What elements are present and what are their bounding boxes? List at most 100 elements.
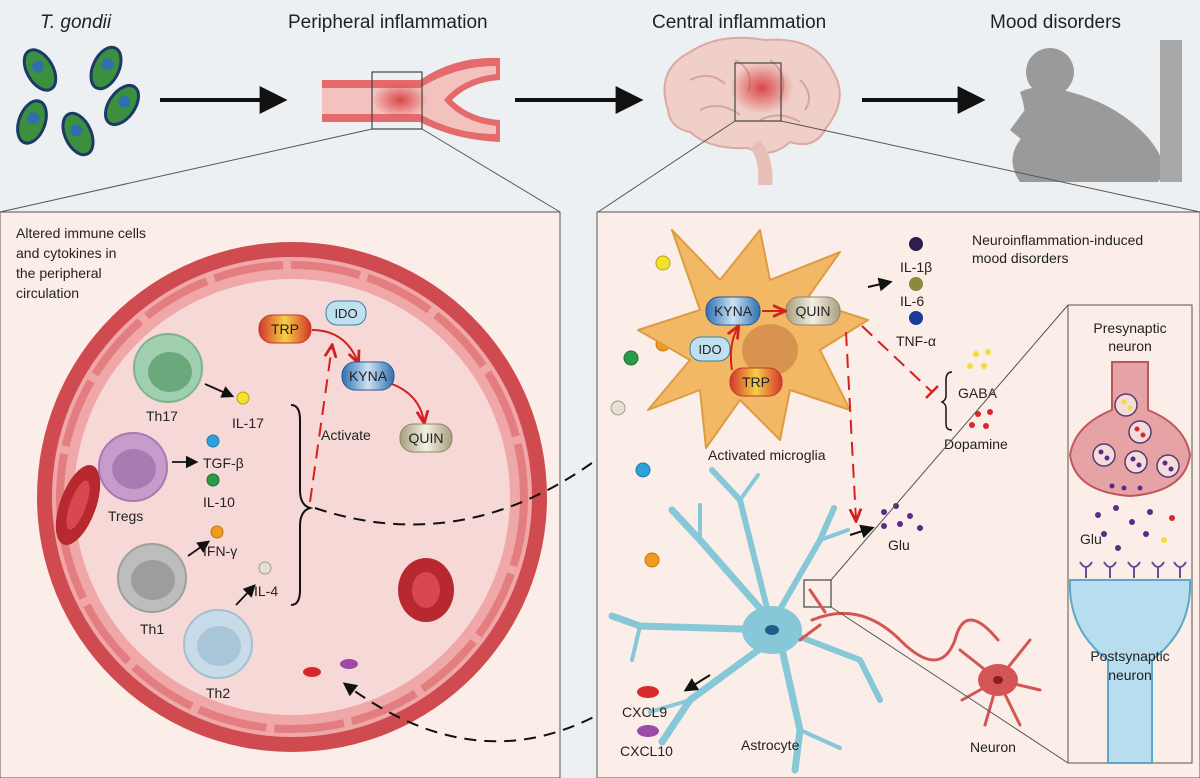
red-blood-cell-icon [55, 465, 101, 545]
microglia-quin-pill: QUIN [785, 296, 841, 326]
caption-line-2: and cytokines in [16, 245, 116, 261]
inhibit-line [861, 325, 933, 393]
ido-pill: IDO [325, 300, 367, 326]
label-tregs: Tregs [108, 508, 143, 524]
arrow-th2-il4 [235, 584, 256, 606]
label-cxcl10: CXCL10 [620, 743, 673, 759]
arrow-th17-il17 [204, 383, 235, 398]
zoom-line-right-b [780, 120, 1200, 213]
glu-dots [881, 503, 923, 531]
central-panel-title: Neuroinflammation-induced mood disorders [972, 232, 1147, 266]
dopamine-dots [969, 409, 993, 429]
synapse-zoom-box [803, 579, 832, 608]
microglia-ido-label: IDO [698, 342, 721, 357]
arrow-brain-to-periphery [342, 682, 611, 743]
inhibit-bar [925, 385, 939, 399]
label-th1: Th1 [140, 621, 164, 637]
label-dopamine: Dopamine [944, 436, 1008, 452]
activate-label: Activate [321, 427, 371, 443]
caption-line-3: the peripheral [16, 265, 102, 281]
il17-dot [236, 391, 250, 405]
central-title-line-2: mood disorders [972, 250, 1069, 266]
arrow-astrocyte-chemokines [683, 674, 711, 692]
arrow-trp-kyna-microglia [731, 327, 738, 371]
label-activated-microglia: Activated microglia [708, 447, 826, 463]
label-astrocyte: Astrocyte [741, 737, 800, 753]
presynaptic-terminal-icon [1068, 361, 1192, 498]
parasites-icon [16, 45, 141, 157]
cxcl10-marker [637, 725, 659, 737]
label-tnfa: TNF-α [896, 333, 936, 349]
central-title-line-1: Neuroinflammation-induced [972, 232, 1143, 248]
label-il10: IL-10 [203, 494, 235, 510]
astrocyte-nucleus [765, 625, 779, 635]
label-glu: Glu [888, 537, 910, 553]
microglia-kyna-pill: KYNA [705, 296, 761, 326]
label-postsynaptic-1: Postsynaptic [1090, 648, 1169, 664]
label-il17: IL-17 [232, 415, 264, 431]
th1-cell-icon [117, 543, 187, 613]
trp-label: TRP [271, 321, 299, 337]
zoom-line-right-a [597, 120, 736, 213]
ido-label: IDO [334, 306, 357, 321]
microglia-trp-label: TRP [742, 374, 770, 390]
arrow-trp-kyna [311, 329, 358, 362]
arrow-glu [849, 524, 875, 539]
sad-person-icon [1010, 40, 1182, 182]
il4-dot [258, 561, 272, 575]
blood-vessel-icon [322, 57, 500, 142]
microglia-cell-icon [637, 229, 869, 449]
stage-title-peripheral: Peripheral inflammation [288, 12, 488, 33]
caption-line-1: Altered immune cells [16, 225, 146, 241]
label-neuron: Neuron [970, 739, 1016, 755]
label-cxcl9: CXCL9 [622, 704, 667, 720]
postsynaptic-terminal-icon [1068, 579, 1192, 764]
activate-arrow [309, 346, 332, 503]
label-postsynaptic-2: neuron [1108, 667, 1152, 683]
label-synapse-glu: Glu [1080, 531, 1102, 547]
zoom-line-synapse-b [830, 606, 1069, 764]
microglia-quin-label: QUIN [796, 303, 831, 319]
th2-cell-icon [183, 609, 253, 679]
red-blood-cell-icon [398, 558, 454, 622]
tnfa-dot [909, 311, 923, 325]
label-presynaptic-1: Presynaptic [1093, 320, 1166, 336]
arrow-microglia-cytokines [867, 277, 893, 292]
microglia-ido-pill: IDO [689, 336, 731, 362]
zoom-line-left-b [421, 128, 561, 213]
chemokine-red-marker [303, 667, 321, 677]
arrow-th1-ifng [187, 540, 211, 557]
quin-label: QUIN [409, 430, 444, 446]
zoom-line-left-a [0, 128, 373, 213]
quin-pill: QUIN [399, 423, 453, 453]
zoom-line-synapse-a [830, 304, 1069, 581]
microglia-trp-pill: TRP [729, 367, 783, 397]
free-il4-dot [610, 400, 626, 416]
label-th2: Th2 [206, 685, 230, 701]
th17-cell-icon [133, 333, 203, 403]
free-tgfb-dot [635, 462, 651, 478]
caption-line-4: circulation [16, 285, 79, 301]
label-gaba: GABA [958, 385, 998, 401]
label-th17: Th17 [146, 408, 178, 424]
il6-dot [909, 277, 923, 291]
ifng-dot [210, 525, 224, 539]
label-il6: IL-6 [900, 293, 924, 309]
label-il1b: IL-1β [900, 259, 932, 275]
free-il10-dot [623, 350, 639, 366]
stage-title-t-gondii: T. gondii [40, 12, 112, 33]
chemokine-purple-marker [340, 659, 358, 669]
free-ifng-dot-2 [644, 552, 660, 568]
stage-title-central: Central inflammation [652, 12, 826, 33]
kyna-pill: KYNA [341, 361, 395, 391]
il1b-dot [909, 237, 923, 251]
neuron-nucleus [993, 676, 1003, 684]
il10-dot [206, 473, 220, 487]
trp-pill: TRP [258, 314, 312, 344]
gaba-dots [967, 349, 991, 369]
microglia-kyna-label: KYNA [714, 303, 753, 319]
label-presynaptic-2: neuron [1108, 338, 1152, 354]
cytokine-brace [290, 404, 314, 606]
tgfb-dot [206, 434, 220, 448]
